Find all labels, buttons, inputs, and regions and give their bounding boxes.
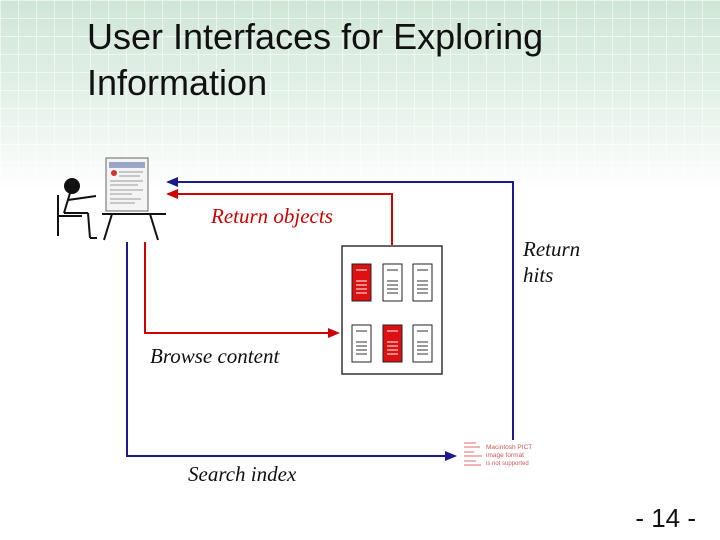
label-return-objects: Return objects [211, 204, 333, 228]
return-objects-arrow [166, 189, 393, 245]
user-at-desk-icon [57, 178, 166, 241]
placeholder-line-1: Macintosh PICT [486, 444, 532, 451]
document-icon [412, 324, 433, 363]
placeholder-line-3: is not supported [486, 461, 529, 467]
browse-content-arrow [144, 242, 340, 338]
document-icon [382, 263, 403, 302]
document-icon [412, 263, 433, 302]
label-return-hits: Return hits [523, 236, 580, 288]
label-return-hits-line-2: hits [523, 263, 554, 287]
document-icon-highlighted [382, 324, 403, 363]
monitor-icon [105, 157, 149, 212]
label-search-index: Search index [188, 462, 297, 486]
label-browse-content: Browse content [150, 344, 280, 368]
placeholder-line-2: image format [486, 452, 524, 459]
title-line-1: User Interfaces for Exploring [87, 16, 544, 57]
missing-image-icon: Macintosh PICT image format is not suppo… [460, 440, 538, 468]
document-icon [351, 324, 372, 363]
return-hits-arrow [166, 177, 514, 452]
search-index-arrow [126, 242, 457, 461]
label-return-hits-line-1: Return [523, 237, 581, 261]
document-icon-highlighted [351, 263, 372, 302]
page-number: - 14 - [635, 503, 696, 533]
title-line-2: Information [87, 62, 268, 103]
slide-title: User Interfaces for Exploring Informatio… [87, 14, 647, 106]
